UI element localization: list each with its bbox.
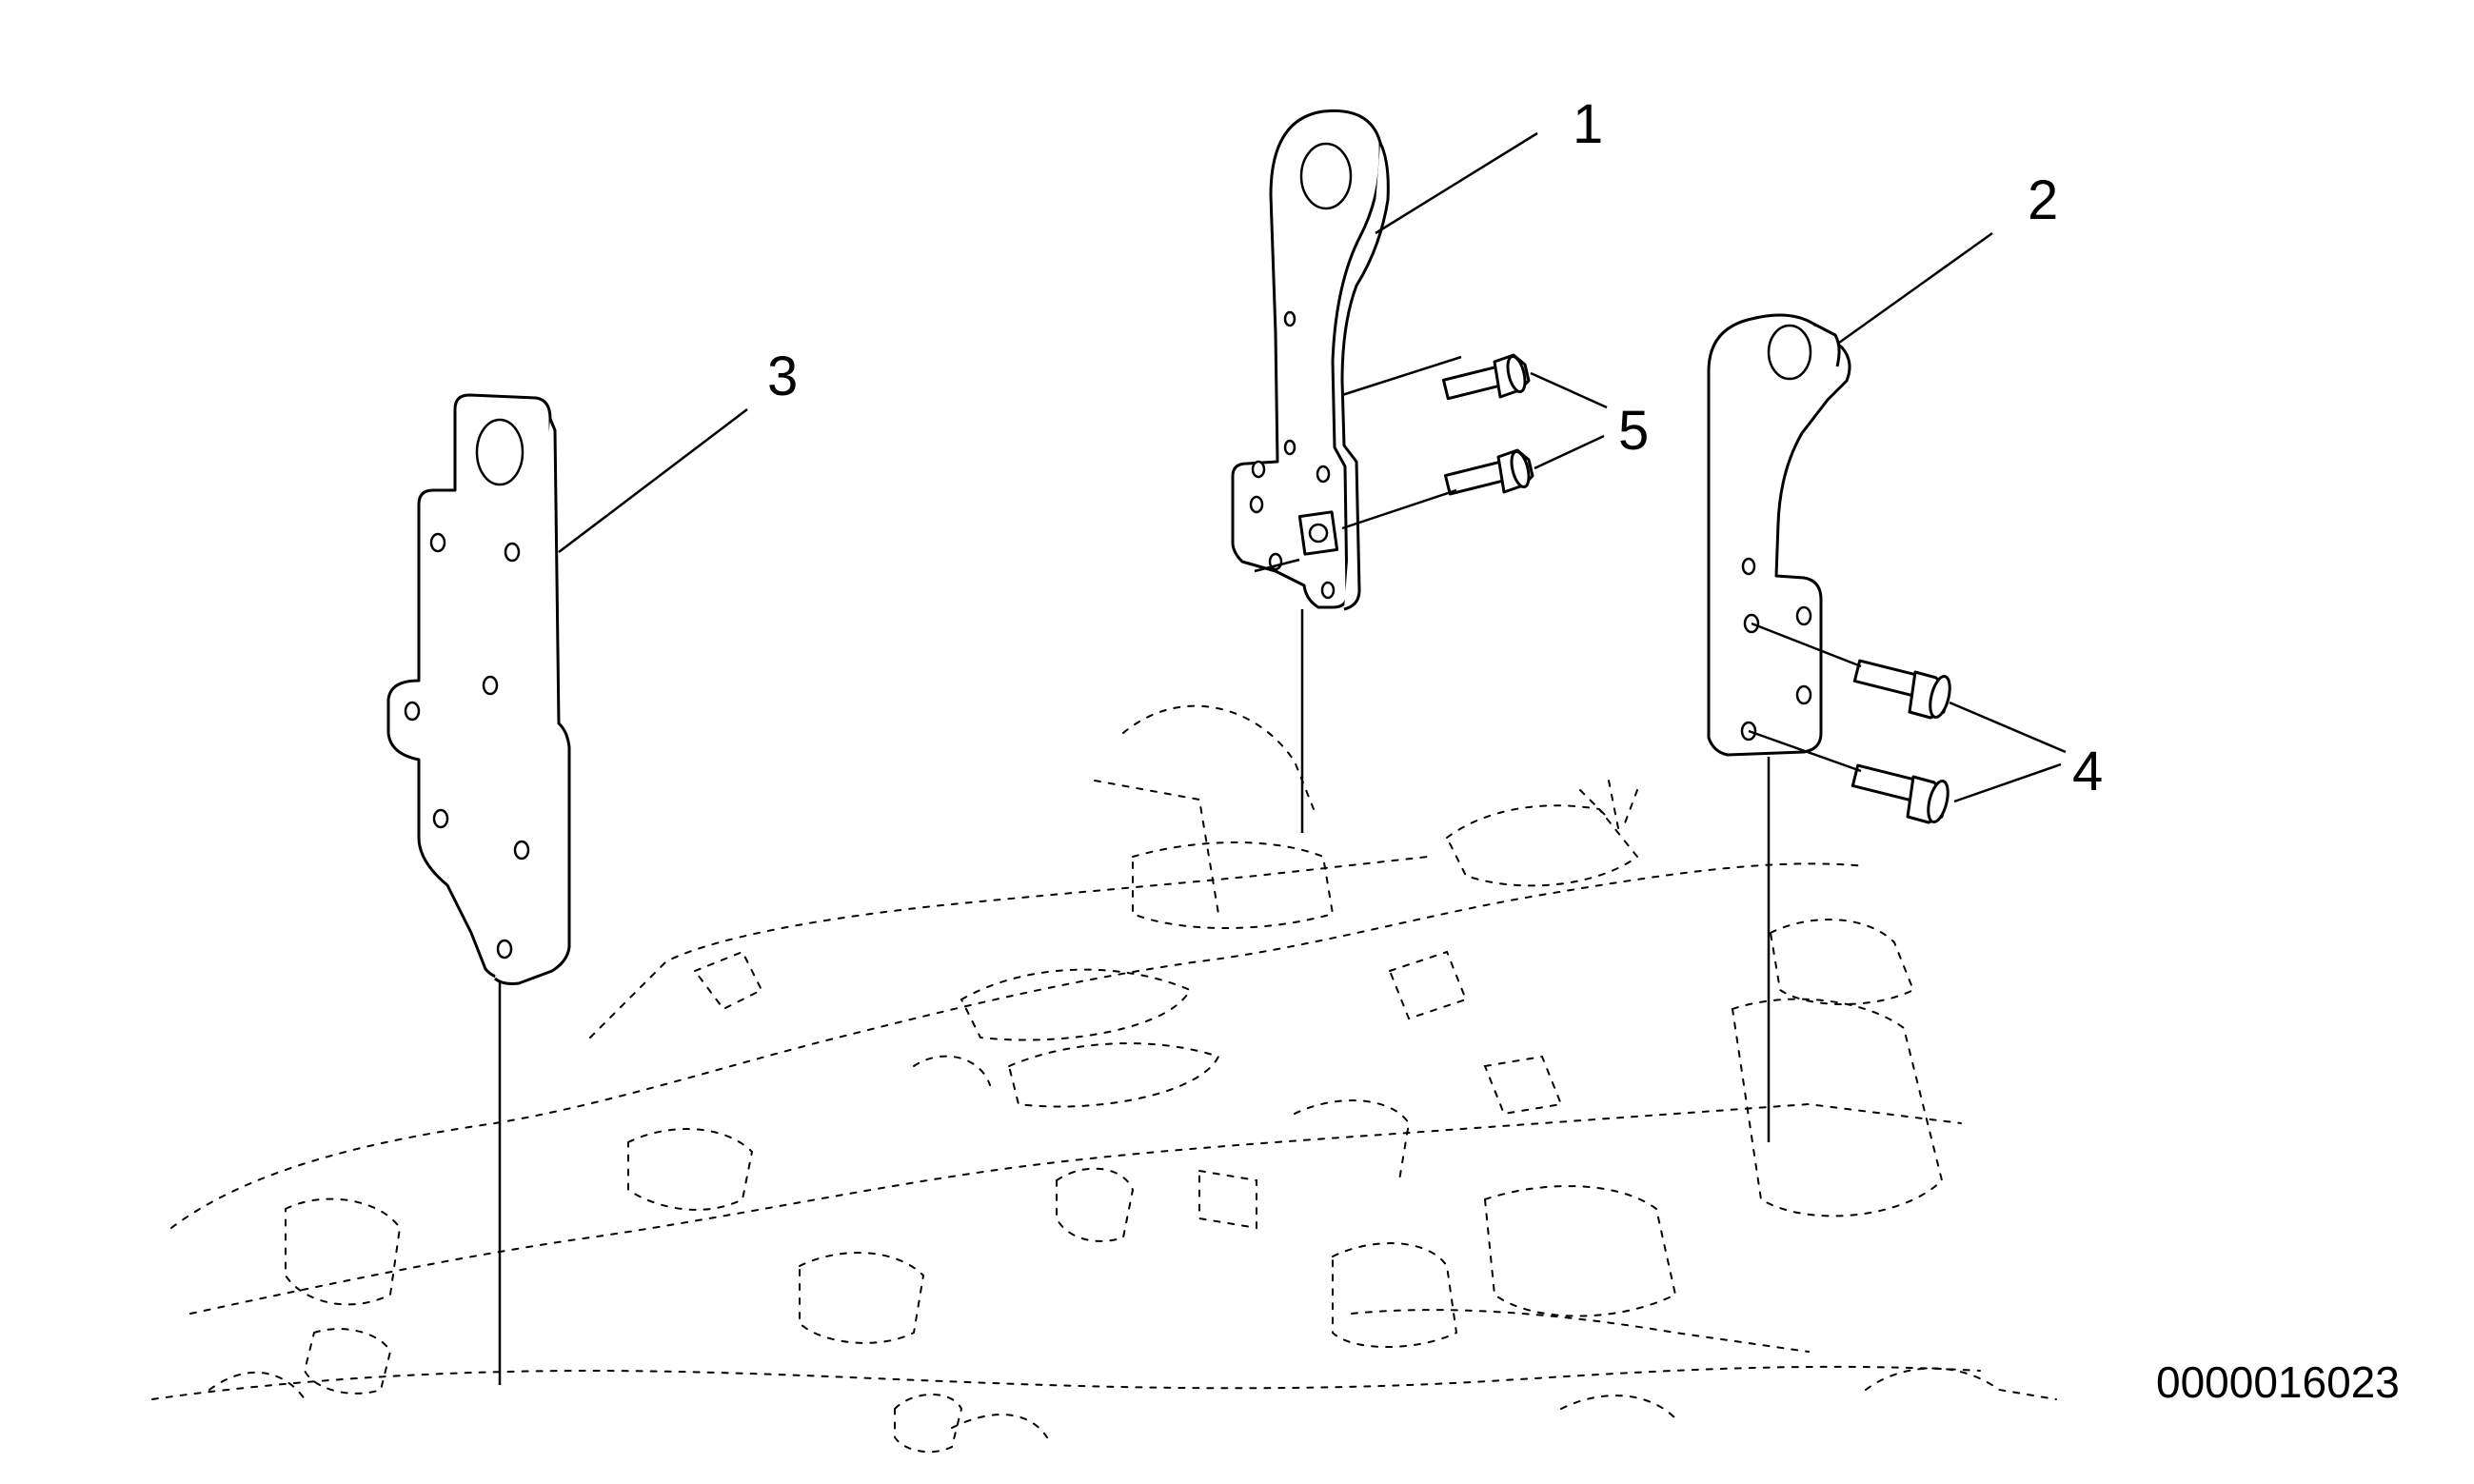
drawing-number: 0000016023 <box>2156 1357 2400 1407</box>
bolt-part-4-upper <box>1852 659 1951 720</box>
bracket-part-1 <box>1231 109 1390 611</box>
engine-assembly <box>151 704 2057 1454</box>
bolt-part-5-lower <box>1443 448 1534 496</box>
callout-number-1: 1 <box>1573 93 1603 155</box>
bolt-part-5-upper <box>1441 353 1531 401</box>
bolt-part-4-lower <box>1851 763 1950 824</box>
callout-number-2: 2 <box>2028 169 2058 231</box>
bracket-part-2 <box>1707 313 1851 757</box>
callout-number-3: 3 <box>767 346 798 407</box>
callout-leaders <box>558 131 2067 803</box>
assembly-lines <box>498 355 1862 1385</box>
callout-number-5: 5 <box>1618 400 1649 462</box>
callout-number-4: 4 <box>2072 741 2103 802</box>
bracket-part-3 <box>386 393 571 985</box>
